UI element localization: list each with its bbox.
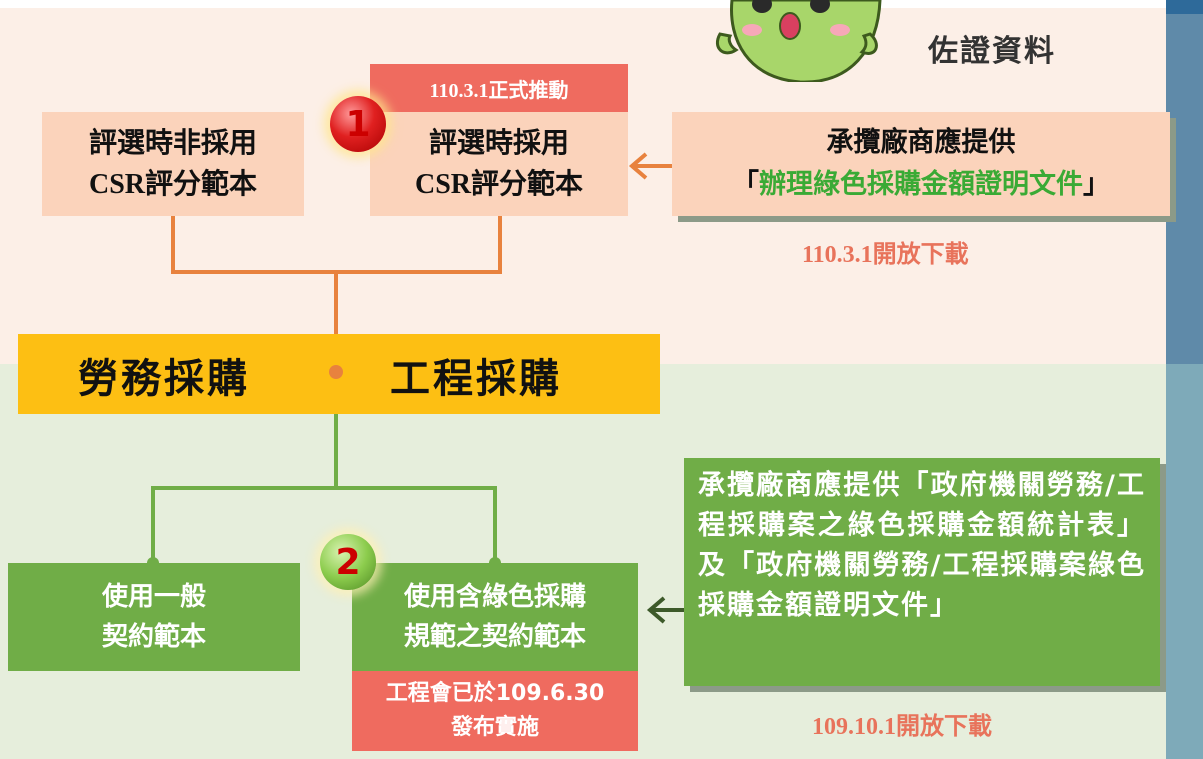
general-contract-line1: 使用一般 <box>101 582 206 612</box>
csr-line2: CSR評分範本 <box>414 169 583 200</box>
green-procurement-proof-doc: 辦理綠色採購金額證明文件 <box>759 169 1083 200</box>
banner-junction-dot <box>329 365 343 379</box>
step-2-badge: 2 <box>320 534 376 590</box>
launch-date-tag: 110.3.1正式推動 <box>370 64 628 112</box>
quote-close: 」 <box>1083 169 1110 200</box>
implementation-line1: 工程會已於109.6.30 <box>385 681 605 706</box>
procurement-type-banner: 勞務採購 工程採購 <box>18 334 660 414</box>
csr-evaluation-box: 評選時採用 CSR評分範本 <box>370 112 628 216</box>
non-csr-line2: CSR評分範本 <box>88 169 257 200</box>
evidence-line2: 「辦理綠色採購金額證明文件」 <box>732 164 1110 206</box>
implementation-date-tag: 工程會已於109.6.30 發布實施 <box>352 671 638 751</box>
evidence-document-box: 承攬廠商應提供 「辦理綠色採購金額證明文件」 <box>672 112 1170 216</box>
non-csr-line1: 評選時非採用 <box>88 126 257 159</box>
download-date-2: 109.10.1開放下載 <box>812 714 992 740</box>
step-1-badge: 1 <box>330 96 386 152</box>
step-2-number: 2 <box>335 541 361 583</box>
statistics-and-proof-box: 承攬廠商應提供「政府機關勞務/工程採購案之綠色採購金額統計表」及「政府機關勞務/… <box>684 458 1160 686</box>
general-contract-box: 使用一般 契約範本 <box>8 563 300 671</box>
mascot-illustration <box>715 0 882 82</box>
download-date-1: 110.3.1開放下載 <box>802 242 969 268</box>
engineering-procurement-label: 工程採購 <box>390 356 562 402</box>
side-strip-header <box>1166 0 1203 14</box>
general-contract-line2: 契約範本 <box>101 622 206 652</box>
implementation-line2: 發布實施 <box>450 715 539 740</box>
non-csr-evaluation-box: 評選時非採用 CSR評分範本 <box>42 112 304 216</box>
evidence-line1: 承攬廠商應提供 <box>826 127 1016 158</box>
green-contract-box: 使用含綠色採購 規範之契約範本 <box>352 563 638 671</box>
csr-line1: 評選時採用 <box>428 126 569 159</box>
quote-open: 「 <box>732 169 759 200</box>
step-1-number: 1 <box>345 103 371 145</box>
green-contract-line1: 使用含綠色採購 <box>403 582 586 612</box>
mascot-label: 佐證資料 <box>928 34 1056 69</box>
green-contract-line2: 規範之契約範本 <box>403 622 586 652</box>
side-strip <box>1166 0 1203 364</box>
side-strip-lower <box>1166 364 1203 759</box>
labor-procurement-label: 勞務採購 <box>78 356 250 402</box>
